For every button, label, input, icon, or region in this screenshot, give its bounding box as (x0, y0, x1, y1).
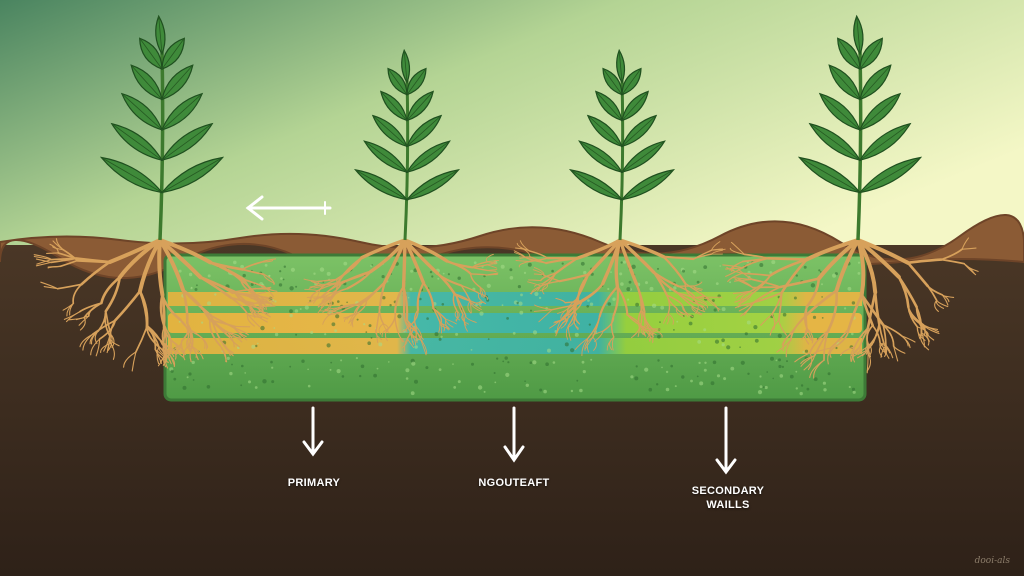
plant-2 (303, 48, 500, 356)
cell-texture (169, 260, 861, 396)
label-secondary: SECONDARY WAILLS (680, 484, 776, 512)
left-arrow-icon (245, 195, 332, 221)
plant-1-leaves (99, 14, 225, 194)
plant-2-leaves (353, 48, 461, 201)
plants-group (33, 14, 979, 379)
plant-4 (722, 14, 979, 379)
plant-3-roots (513, 238, 726, 357)
label-secondary-line2: WAILLS (706, 499, 750, 511)
cell-band-core (168, 313, 862, 333)
down-arrow-icon-middle (503, 406, 525, 463)
plant-1-roots (33, 238, 278, 372)
plant-4-roots (722, 237, 979, 379)
label-primary: PRIMARY (287, 477, 341, 489)
plant-2-roots (303, 238, 500, 356)
label-secondary-line1: SECONDARY (691, 485, 765, 497)
artist-signature: dooi-als (974, 556, 1010, 566)
label-middle: NGOUTEAFT (478, 477, 550, 489)
plant-1 (33, 14, 278, 372)
plant-3 (513, 48, 726, 357)
cross-section-strip (163, 253, 867, 402)
down-arrow-icon-secondary (715, 406, 737, 475)
plant-4-leaves (797, 14, 923, 194)
down-arrow-icon-primary (302, 406, 324, 457)
cell-band-lower (168, 338, 862, 354)
plant-3-leaves (568, 48, 676, 201)
